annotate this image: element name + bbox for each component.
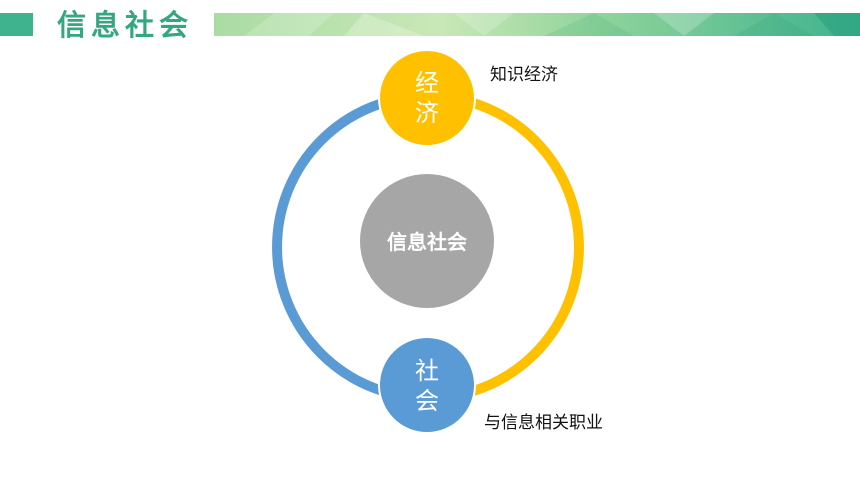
bottom-node-note: 与信息相关职业	[484, 413, 603, 433]
ring-arc-right	[427, 91, 584, 403]
page-title: 信息社会	[57, 8, 194, 42]
top-node-circle	[378, 49, 476, 147]
center-circle	[360, 174, 494, 308]
bottom-node-label: 社 会	[415, 357, 439, 415]
center-label: 信息社会	[387, 230, 467, 254]
bottom-node-circle	[378, 336, 476, 434]
header-decorative-band	[214, 13, 860, 36]
top-node-label: 经 济	[415, 69, 439, 127]
top-node-note: 知识经济	[490, 65, 558, 85]
ring-arc-left	[272, 91, 429, 403]
header-accent-block	[0, 13, 33, 36]
